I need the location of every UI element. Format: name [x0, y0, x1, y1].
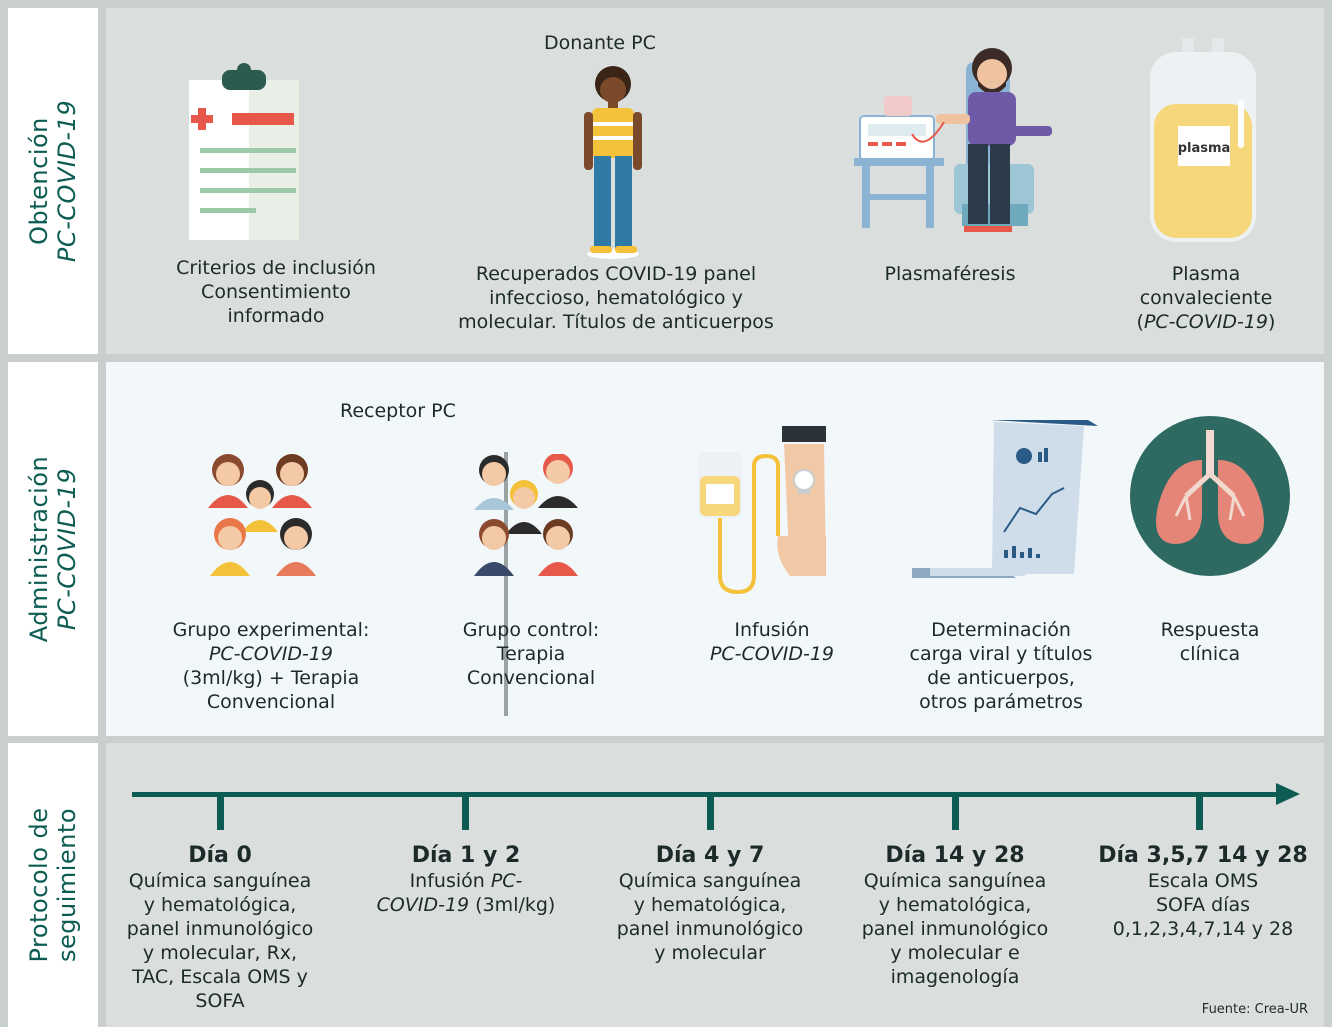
- label-grupo-control: Grupo control: Terapia Convencional: [462, 619, 600, 689]
- label-infusion: Infusión PC-COVID-19: [709, 619, 835, 665]
- day-4-7: Día 4 y 7 Química sanguínea y hematológi…: [616, 843, 804, 964]
- day-1-2: Día 1 y 2 Infusión PC- COVID-19 (3ml/kg): [376, 843, 556, 916]
- receptor-title: Receptor PC: [340, 400, 456, 422]
- side-label-seguimiento: Protocolo de seguimiento: [8, 743, 98, 1027]
- section-administracion: Administración PC-COVID-19 Receptor PC: [8, 362, 1324, 736]
- side-title: Obtención: [25, 117, 53, 245]
- side-subtitle: PC-COVID-19: [53, 467, 81, 631]
- label-plasma-convaleciente: Plasma convaleciente (PC-COVID-19): [1136, 263, 1276, 333]
- section-seguimiento: Protocolo de seguimiento Día 0 Química s…: [8, 743, 1324, 1027]
- experimental-group-icon: [208, 454, 316, 576]
- day-3-5-7-14-28: Día 3,5,7 14 y 28 Escala OMS SOFA días 0…: [1098, 843, 1308, 940]
- side-title: Administración: [25, 455, 53, 643]
- timeline-tick: [462, 792, 469, 830]
- plasmapheresis-icon: [854, 48, 1052, 232]
- timeline-tick: [707, 792, 714, 830]
- label-determinacion: Determinación carga viral y títulos de a…: [909, 619, 1093, 713]
- section-obtencion: Obtención PC-COVID-19 Donante PC: [8, 8, 1324, 354]
- control-group-icon: [474, 454, 578, 576]
- label-criterios: Criterios de inclusión Consentimiento in…: [176, 257, 376, 327]
- side-label-administracion: Administración PC-COVID-19: [8, 362, 98, 736]
- report-chart-icon: [912, 420, 1098, 578]
- label-plasmaferesis: Plasmaféresis: [884, 263, 1016, 285]
- clipboard-icon: [189, 63, 299, 240]
- plasma-bag-label: plasma: [1178, 141, 1231, 156]
- donor-person-icon: [584, 66, 642, 259]
- plasma-bag-icon: plasma: [1150, 38, 1256, 242]
- side-subtitle: seguimiento: [53, 808, 81, 962]
- side-title: Protocolo de: [25, 807, 53, 963]
- label-recuperados: Recuperados COVID-19 panel infeccioso, h…: [458, 263, 774, 333]
- day-0: Día 0 Química sanguínea y hematológica, …: [126, 843, 314, 1012]
- panel-obtencion: Donante PC: [106, 8, 1324, 354]
- timeline-tick: [1196, 792, 1203, 830]
- source-note: Fuente: Crea-UR: [1201, 1002, 1308, 1017]
- timeline-tick: [217, 792, 224, 830]
- label-respuesta: Respuesta clínica: [1160, 619, 1260, 665]
- day-14-28: Día 14 y 28 Química sanguínea y hematoló…: [861, 843, 1049, 988]
- infusion-icon: [698, 426, 826, 595]
- panel-administracion: Receptor PC: [106, 362, 1324, 736]
- side-label-obtencion: Obtención PC-COVID-19: [8, 8, 98, 354]
- donor-title: Donante PC: [544, 32, 656, 54]
- timeline-arrowhead: [1276, 783, 1300, 805]
- side-subtitle: PC-COVID-19: [53, 99, 81, 263]
- panel-seguimiento: Día 0 Química sanguínea y hematológica, …: [106, 743, 1324, 1027]
- group-divider: [504, 452, 508, 716]
- timeline-tick: [952, 792, 959, 830]
- label-grupo-experimental: Grupo experimental: PC-COVID-19 (3ml/kg)…: [172, 619, 370, 713]
- lungs-icon: [1130, 416, 1290, 576]
